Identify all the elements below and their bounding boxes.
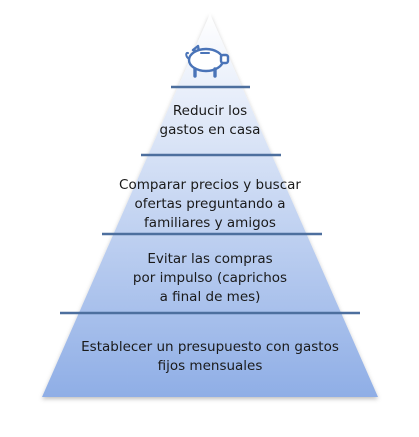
piggy-bank-icon <box>185 44 230 78</box>
tier-3-line-3: a final de mes) <box>159 289 261 305</box>
tier-3-text: Evitar las compras por impulso (capricho… <box>105 250 315 307</box>
tier-3-line-2: por impulso (caprichos <box>132 270 288 286</box>
tier-1-text: Reducir los gastos en casa <box>110 102 310 140</box>
pyramid-shape <box>42 14 378 397</box>
tier-2-line-3: familiares y amigos <box>144 215 276 231</box>
tier-2-text: Comparar precios y buscar ofertas pregun… <box>95 176 325 233</box>
tier-4-text: Establecer un presupuesto con gastos fij… <box>70 338 350 376</box>
tier-4-line-2: fijos mensuales <box>157 358 263 374</box>
tier-1-line-2: gastos en casa <box>159 122 261 138</box>
tier-1-line-1: Reducir los <box>172 103 248 119</box>
tier-2-line-1: Comparar precios y buscar <box>119 177 301 193</box>
tier-4-line-1: Establecer un presupuesto con gastos <box>81 339 339 355</box>
tier-3-line-1: Evitar las compras <box>147 251 273 267</box>
tier-2-line-2: ofertas preguntando a <box>134 196 286 212</box>
